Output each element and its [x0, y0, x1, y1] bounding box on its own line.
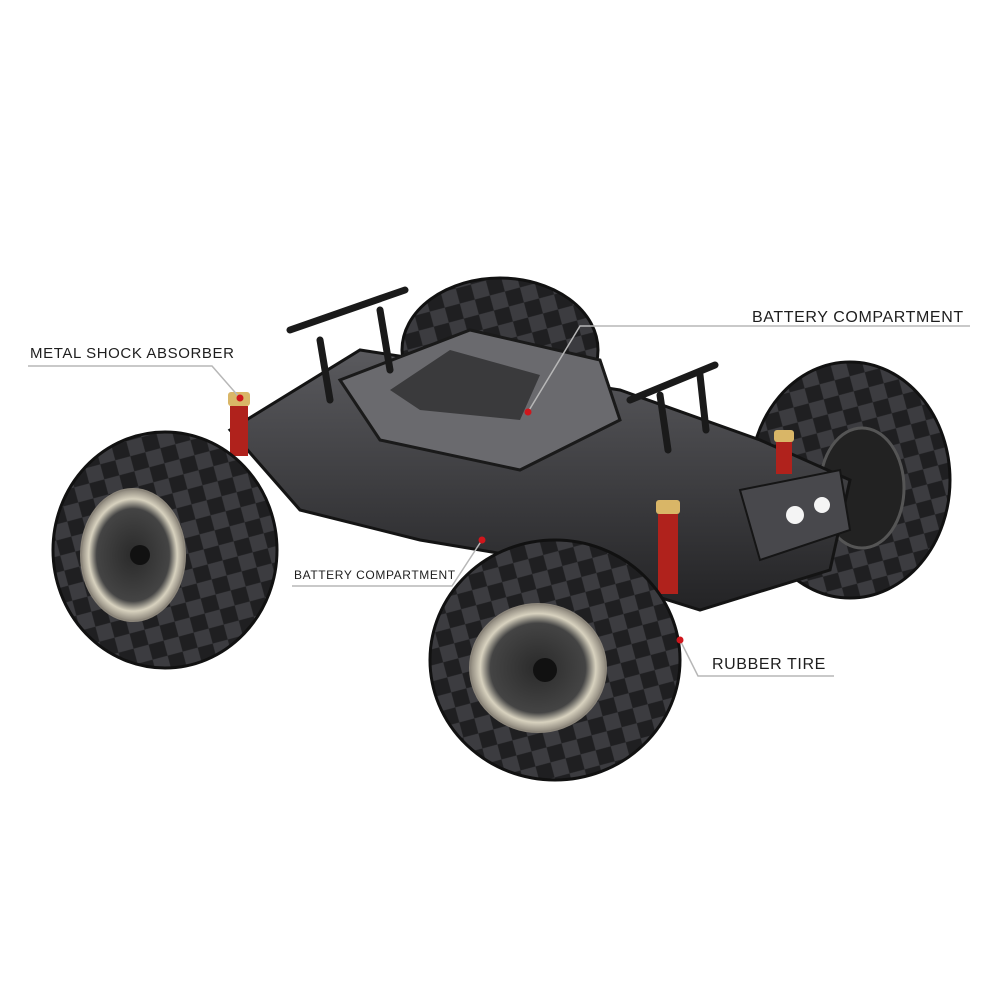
rear-right-shock [774, 430, 794, 474]
front-right-tire [428, 538, 682, 782]
callout-battery-compartment-bottom: BATTERY COMPARTMENT [294, 568, 456, 582]
body-mounts [286, 286, 719, 454]
callout-rubber-tire: RUBBER TIRE [712, 656, 826, 673]
chassis [227, 328, 852, 612]
callout-metal-shock-absorber: METAL SHOCK ABSORBER [30, 345, 235, 362]
front-right-shock [656, 500, 680, 594]
front-left-shock [228, 392, 250, 456]
leader-line-tire [676, 636, 834, 677]
leader-line-battery-bottom [292, 536, 486, 587]
callout-battery-compartment-top: BATTERY COMPARTMENT [752, 309, 964, 326]
leader-line-shock [28, 365, 244, 402]
leader-line-battery-top [524, 325, 970, 416]
front-left-tire [51, 430, 279, 670]
